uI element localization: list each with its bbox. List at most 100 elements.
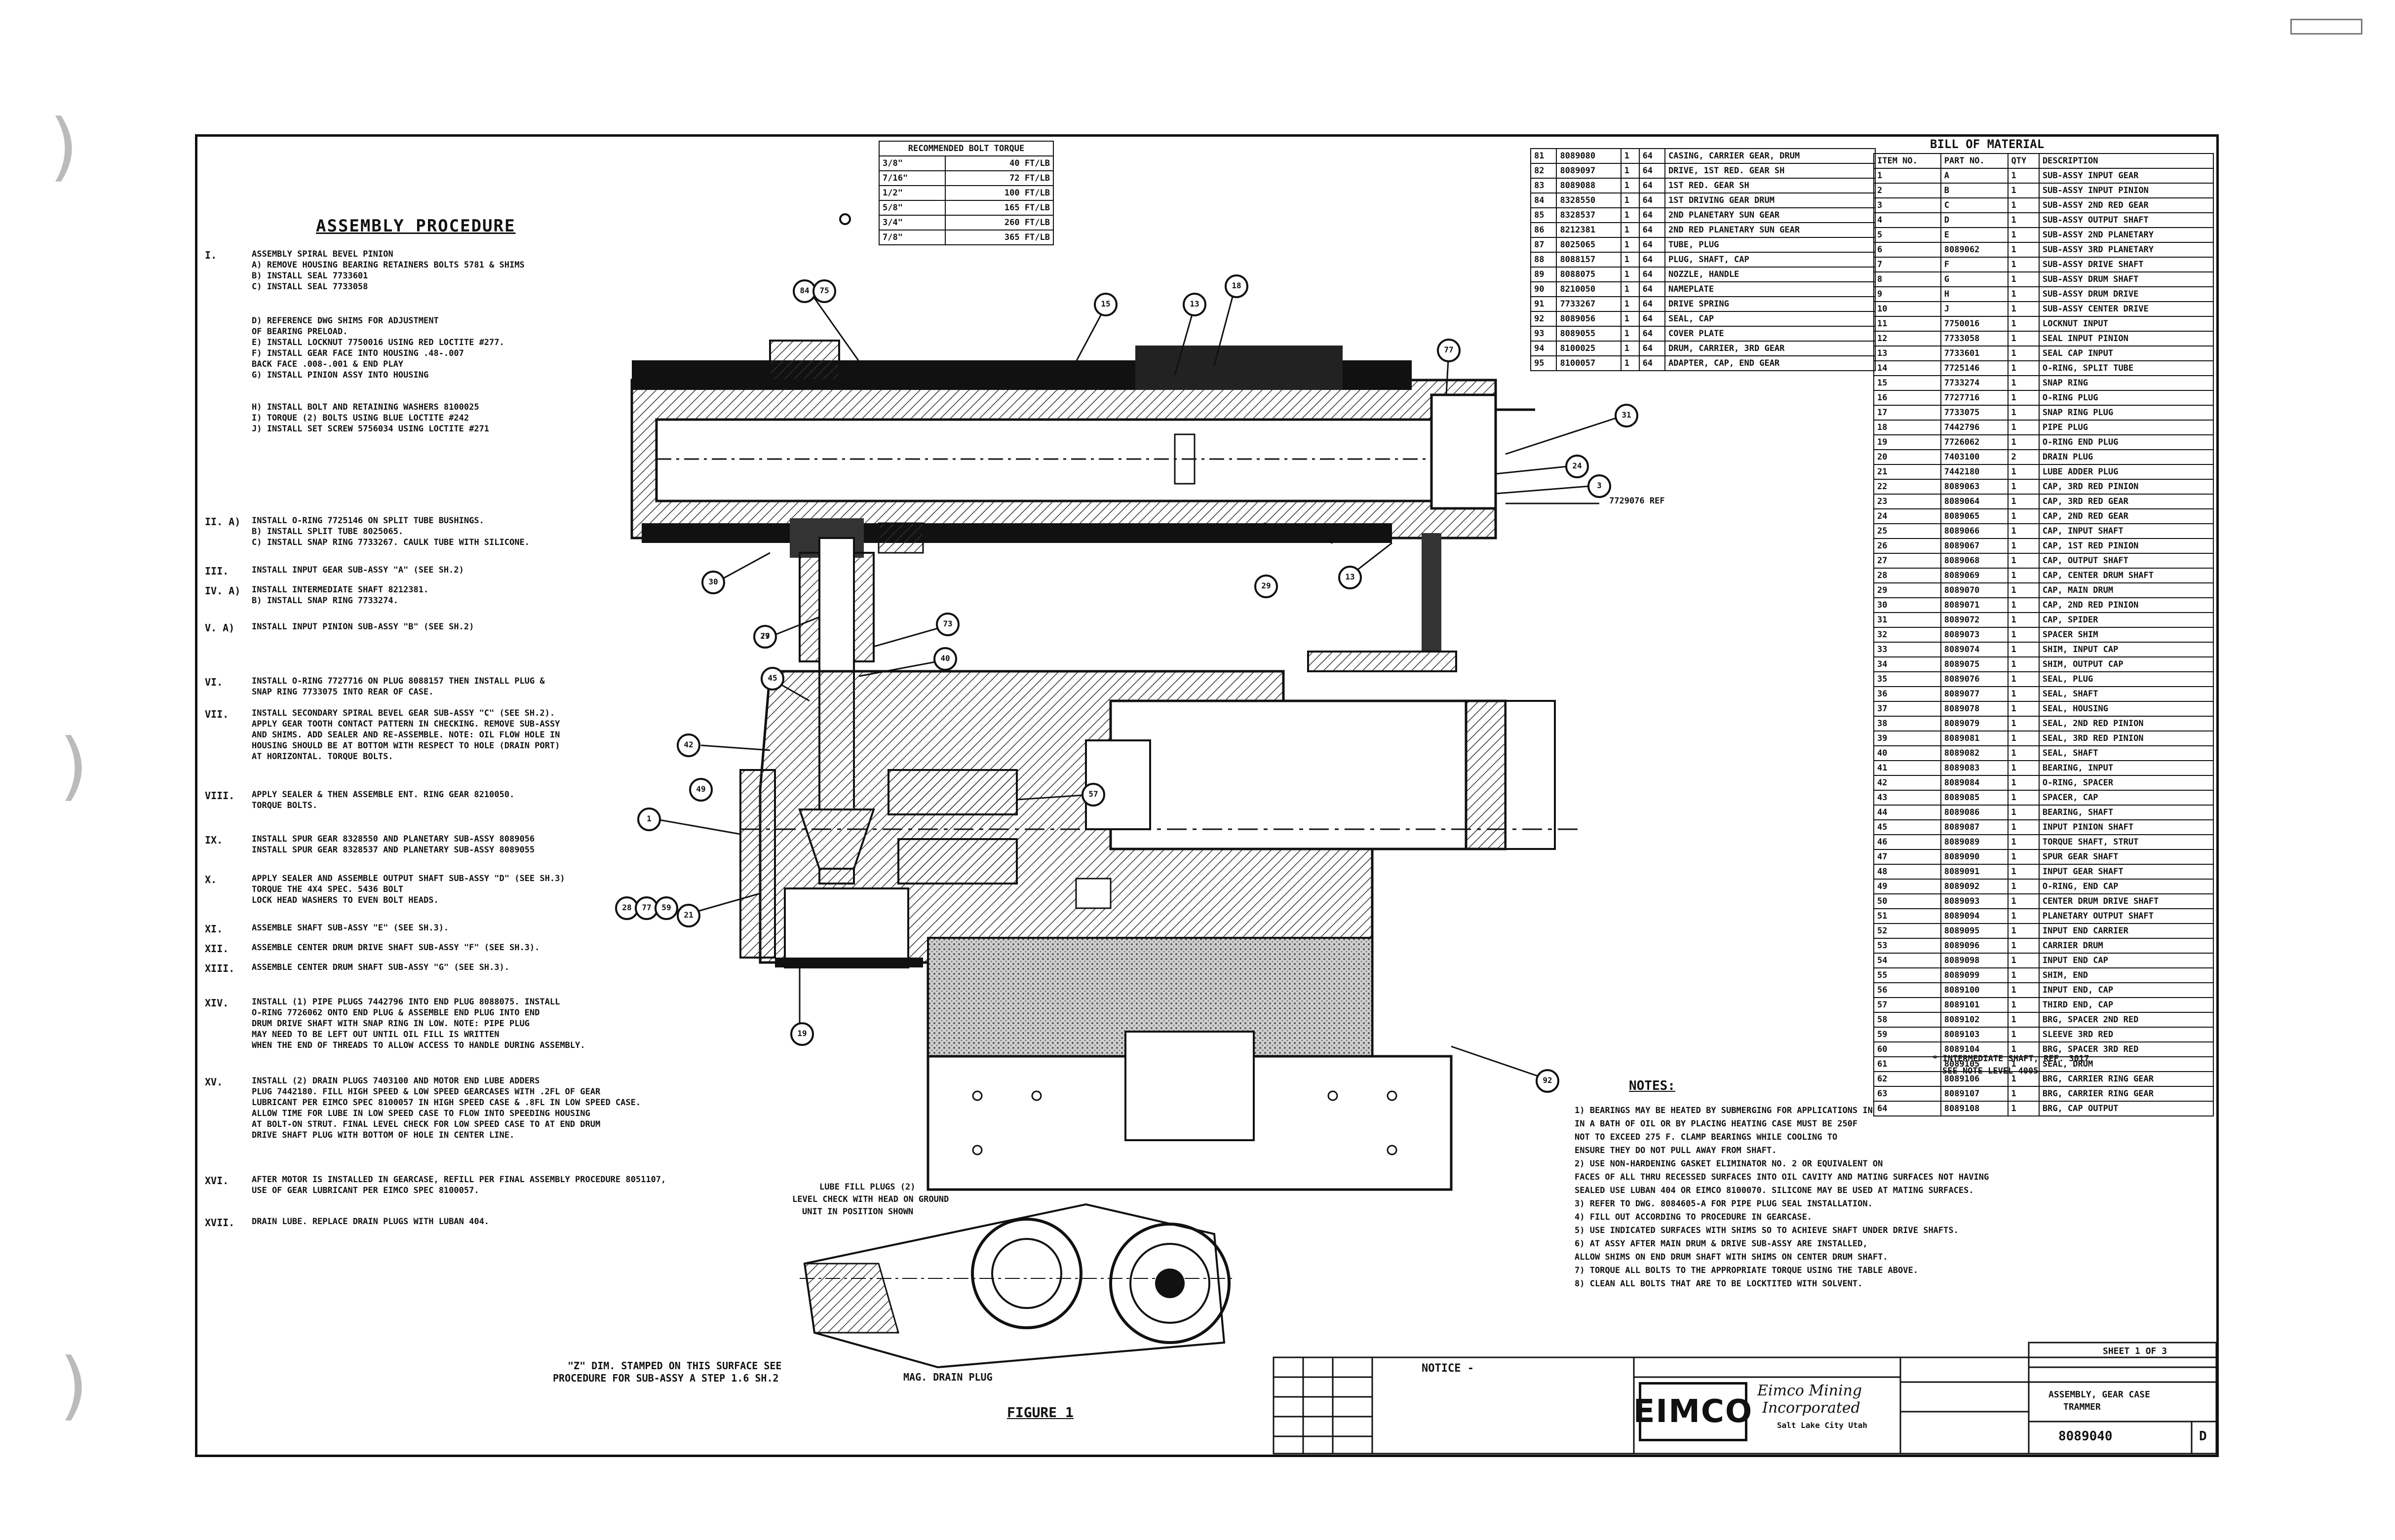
procedure-step-line: DRUM DRIVE SHAFT WITH SNAP RING IN LOW. …: [252, 1019, 530, 1029]
scan-stamp: [2290, 19, 2362, 35]
procedure-step-line: WHEN THE END OF THREADS TO ALLOW ACCESS …: [252, 1040, 585, 1050]
torque-table-header: RECOMMENDED BOLT TORQUE: [879, 141, 1054, 156]
callout-number: 19: [797, 1029, 807, 1038]
bom-header-cell: DESCRIPTION: [2038, 153, 2214, 169]
callout-number: 27: [760, 631, 770, 641]
bom-cell: 26: [1873, 538, 1941, 554]
bom-cell: CAP, CENTER DRUM SHAFT: [2038, 568, 2214, 583]
callout-number: 84: [800, 286, 810, 295]
bom-cell: 8025065: [1556, 237, 1622, 253]
bom-cell: 8089067: [1940, 538, 2009, 554]
bom-cell: 1: [2007, 656, 2040, 672]
bom-cell: BRG, SPACER 3RD RED: [2038, 1041, 2214, 1057]
procedure-step-line: B) INSTALL SNAP RING 7733274.: [252, 596, 398, 606]
bom-title: BILL OF MATERIAL: [1930, 137, 2045, 151]
bom-cell: 34: [1873, 656, 1941, 672]
bom-cell: 1: [1620, 267, 1640, 282]
torque-value-cell: 365 FT/LB: [945, 230, 1054, 245]
bom-cell: 11: [1873, 316, 1941, 332]
ref-label: 7729076 REF: [1609, 496, 1665, 506]
bom-cell: 8089108: [1940, 1101, 2009, 1116]
bom-cell: 64: [1638, 355, 1666, 371]
note-line: 7) TORQUE ALL BOLTS TO THE APPROPRIATE T…: [1575, 1266, 1918, 1275]
bom-cell: 8100025: [1556, 341, 1622, 356]
bom-cell: 1: [2007, 286, 2040, 302]
procedure-step-line: C) INSTALL SEAL 7733058: [252, 282, 368, 292]
callout-number: 57: [1088, 789, 1098, 799]
bom-cell: 7726062: [1940, 434, 2009, 450]
procedure-step-line: D) REFERENCE DWG SHIMS FOR ADJUSTMENT: [252, 316, 439, 326]
bom-cell: C: [1940, 197, 2009, 213]
bom-cell: 64: [1638, 267, 1666, 282]
bom-header-cell: ITEM NO.: [1873, 153, 1941, 169]
bom-cell: 46: [1873, 834, 1941, 850]
bom-cell: 55: [1873, 967, 1941, 983]
bom-cell: 47: [1873, 849, 1941, 865]
dim-stamp-note: "Z" DIM. STAMPED ON THIS SURFACE SEE: [568, 1360, 782, 1372]
bom-cell: 20: [1873, 449, 1941, 465]
bom-cell: DRIVE SPRING: [1664, 296, 1876, 312]
figure-1-view: [800, 1203, 1234, 1369]
bom-cell: 51: [1873, 908, 1941, 924]
bom-cell: 8089069: [1940, 568, 2009, 583]
procedure-step-line: E) INSTALL LOCKNUT 7750016 USING RED LOC…: [252, 338, 504, 347]
bom-cell: G: [1940, 271, 2009, 287]
procedure-step-number: XIII.: [205, 962, 235, 974]
bom-cell: BEARING, SHAFT: [2038, 805, 2214, 820]
procedure-step-line: INSTALL SPUR GEAR 8328550 AND PLANETARY …: [252, 834, 535, 844]
bom-cell: SPUR GEAR SHAFT: [2038, 849, 2214, 865]
procedure-step-line: AFTER MOTOR IS INSTALLED IN GEARCASE, RE…: [252, 1175, 666, 1185]
bom-cell: SUB-ASSY CENTER DRIVE: [2038, 301, 2214, 317]
torque-row: 5/8"165 FT/LB: [878, 200, 1054, 216]
callout-number: 18: [1232, 281, 1241, 290]
bom-footnote: SEE NOTE LEVEL 4005: [1942, 1066, 2039, 1076]
procedure-step-line: ASSEMBLY SPIRAL BEVEL PINION: [252, 249, 393, 259]
bom-cell: 64: [1638, 296, 1666, 312]
bom-cell: 9: [1873, 286, 1941, 302]
bom-cell: 6: [1873, 242, 1941, 258]
bom-cell: 1: [2007, 760, 2040, 776]
bom-cell: 32: [1873, 627, 1941, 643]
bom-cell: 1ST DRIVING GEAR DRUM: [1664, 192, 1876, 208]
torque-row: 3/8"40 FT/LB: [878, 155, 1054, 171]
procedure-step-line: APPLY GEAR TOOTH CONTACT PATTERN IN CHEC…: [252, 719, 560, 729]
callout-number: 79: [760, 631, 770, 641]
bom-cell: 64: [1873, 1101, 1941, 1116]
bom-cell: CARRIER DRUM: [2038, 938, 2214, 954]
bom-cell: BEARING, INPUT: [2038, 760, 2214, 776]
procedure-step-line: INSTALL (1) PIPE PLUGS 7442796 INTO END …: [252, 997, 560, 1007]
bom-cell: 29: [1873, 582, 1941, 598]
bom-cell: 8089056: [1556, 311, 1622, 327]
procedure-step-line: AT HORIZONTAL. TORQUE BOLTS.: [252, 752, 393, 762]
bom-cell: INPUT END CAP: [2038, 953, 2214, 968]
bom-cell: 7442180: [1940, 464, 2009, 480]
procedure-step-line: O-RING 7726062 ONTO END PLUG & ASSEMBLE …: [252, 1008, 540, 1018]
note-line: 3) REFER TO DWG. 8084605-A FOR PIPE PLUG…: [1575, 1199, 1873, 1209]
bom-cell: 81: [1530, 148, 1557, 164]
bom-cell: 14: [1873, 360, 1941, 376]
bom-cell: SEAL, 2ND RED PINION: [2038, 716, 2214, 732]
bom-cell: 1: [1620, 296, 1640, 312]
procedure-step-number: VI.: [205, 676, 223, 688]
bom-cell: 7725146: [1940, 360, 2009, 376]
bom-cell: 19: [1873, 434, 1941, 450]
bom-cell: 1: [2007, 582, 2040, 598]
bom-cell: 8088157: [1556, 252, 1622, 268]
bom-cell: O-RING, SPLIT TUBE: [2038, 360, 2214, 376]
procedure-step-line: LOCK HEAD WASHERS TO EVEN BOLT HEADS.: [252, 895, 439, 905]
bom-cell: 1: [2007, 523, 2040, 539]
notes-title: NOTES:: [1629, 1078, 1675, 1093]
